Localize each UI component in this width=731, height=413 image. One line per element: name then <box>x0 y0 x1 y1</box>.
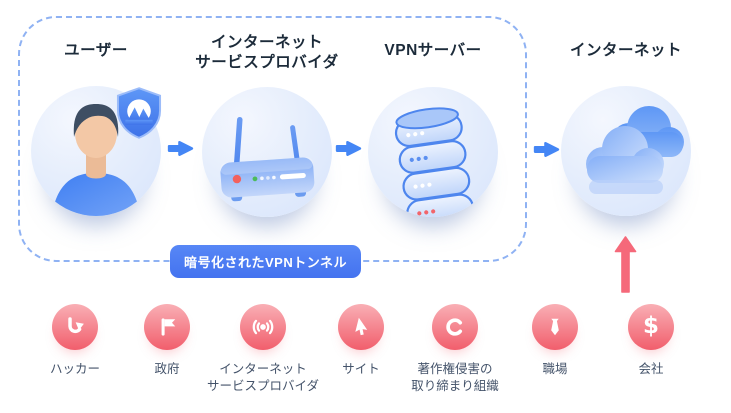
flag-icon <box>161 318 176 336</box>
threat-item-hacker: ハッカー <box>9 304 141 378</box>
threat-circle <box>240 304 286 350</box>
threat-label-line: ハッカー <box>49 362 100 376</box>
user-avatar-icon <box>51 104 141 216</box>
threat-item-copyright-org: 著作権侵害の 取り締まり組織 <box>389 304 521 395</box>
user-node-circle <box>31 86 161 216</box>
threat-circle <box>532 304 578 350</box>
threat-circle: $ <box>628 304 674 350</box>
threat-label-line: サイト <box>342 362 380 376</box>
threat-circle <box>144 304 190 350</box>
threat-label: インターネット サービスプロバイダ <box>197 361 329 395</box>
threat-circle <box>432 304 478 350</box>
threat-label: サイト <box>295 361 427 378</box>
broadcast-icon <box>252 319 274 335</box>
encrypted-tunnel-pill: 暗号化されたVPNトンネル <box>170 245 361 278</box>
threat-label-line: 職場 <box>542 362 568 376</box>
wifi-router-icon <box>220 116 315 202</box>
cursor-icon <box>355 317 368 336</box>
up-arrow-icon <box>614 236 637 293</box>
isp-node-title: インターネット サービスプロバイダ <box>177 33 357 73</box>
dollar-icon: $ <box>642 312 659 339</box>
threat-circle <box>338 304 384 350</box>
vpn-server-node-title: VPNサーバー <box>343 41 523 61</box>
internet-node-title-text: インターネット <box>569 42 682 59</box>
copyright-icon <box>446 318 463 336</box>
server-stack-icon <box>394 107 475 217</box>
threat-label: 会社 <box>585 361 717 378</box>
vpn-shield-icon <box>116 87 162 139</box>
internet-node-title: インターネット <box>536 41 716 61</box>
internet-node-circle <box>561 86 691 216</box>
threat-item-workplace: 職場 <box>489 304 621 378</box>
hook-arrow-icon <box>68 317 84 334</box>
threat-label-line: インターネット <box>219 362 307 376</box>
necktie-icon <box>551 318 559 336</box>
threat-label: 職場 <box>489 361 621 378</box>
threat-item-government: 政府 <box>101 304 233 378</box>
right-arrow-icon <box>533 142 560 157</box>
threat-item-isp: インターネット サービスプロバイダ <box>197 304 329 395</box>
isp-node-title-line1: インターネット <box>210 34 323 51</box>
threat-item-company: $ 会社 <box>585 304 717 378</box>
threat-circle <box>52 304 98 350</box>
encrypted-tunnel-pill-label: 暗号化されたVPNトンネル <box>184 255 347 270</box>
right-arrow-icon <box>335 141 362 156</box>
threat-label: 著作権侵害の 取り締まり組織 <box>389 361 521 395</box>
isp-node-circle <box>202 87 332 217</box>
threat-item-site: サイト <box>295 304 427 378</box>
threat-label-line: 政府 <box>154 362 180 376</box>
threat-label-line: サービスプロバイダ <box>206 379 319 393</box>
vpn-server-node-title-text: VPNサーバー <box>384 42 482 59</box>
vpn-server-node-circle <box>368 87 498 217</box>
threat-label-line: 会社 <box>638 362 664 376</box>
cloud-icon <box>586 106 684 194</box>
user-node-title: ユーザー <box>6 41 186 61</box>
isp-node-title-line2: サービスプロバイダ <box>195 54 339 71</box>
threat-label-line: 著作権侵害の <box>417 362 493 376</box>
right-arrow-icon <box>167 141 194 156</box>
threat-label: ハッカー <box>9 361 141 378</box>
threat-label: 政府 <box>101 361 233 378</box>
threat-label-line: 取り締まり組織 <box>411 379 499 393</box>
user-node-title-text: ユーザー <box>64 42 128 59</box>
